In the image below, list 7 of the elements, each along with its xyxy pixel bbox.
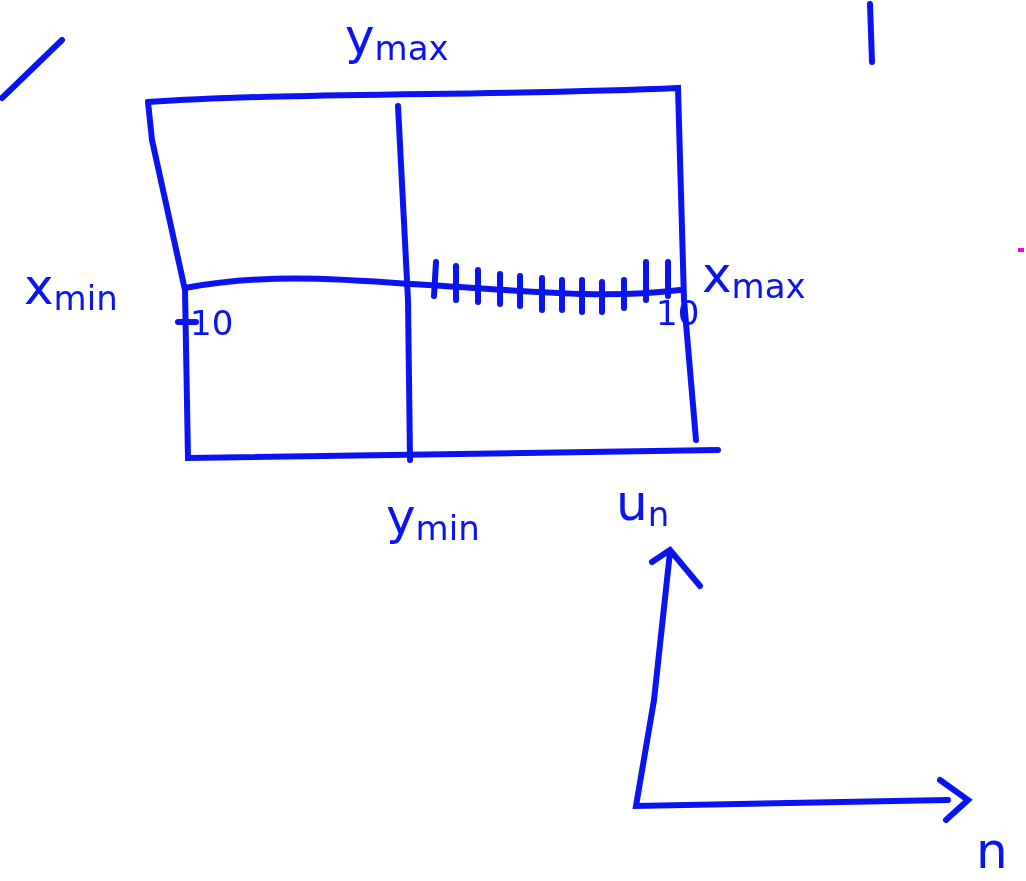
- axis-label: x$_{max}$: [702, 250, 806, 303]
- axis-label: y$_{max}$: [345, 12, 449, 65]
- tick-label: 10: [190, 306, 234, 340]
- axis-label: x$_{min}$: [24, 262, 118, 315]
- axis-label: n: [976, 826, 1008, 876]
- axis-label: y$_{min}$: [386, 492, 480, 545]
- axis-label: u$_{n}$: [616, 478, 670, 531]
